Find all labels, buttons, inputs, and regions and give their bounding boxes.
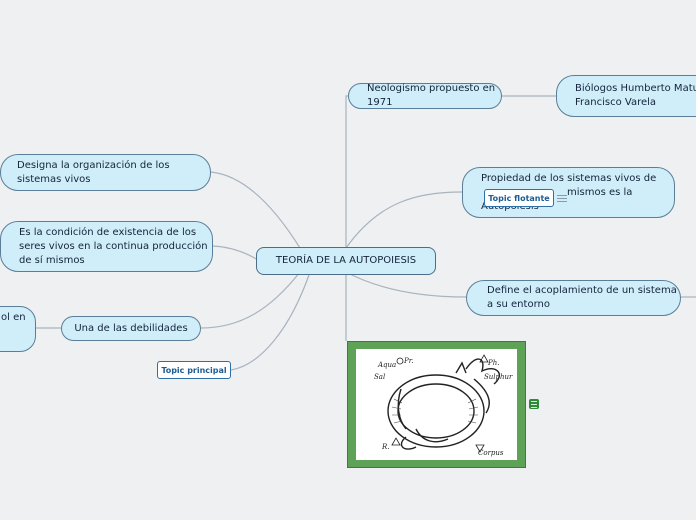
topic-propiedad[interactable]: Propiedad de los sistemas vivos de mismo… — [462, 167, 675, 218]
image-topic-frame[interactable]: Aqua Pr. Sal Ph. Sulphur Corpus R. — [347, 341, 526, 468]
topic-partial-left-line1: ol en — [1, 312, 26, 323]
alchemy-label-r: R. — [381, 443, 390, 451]
topic-define[interactable]: Define el acoplamiento de un sistema a s… — [466, 280, 681, 316]
topic-designa[interactable]: Designa la organización de los sistemas … — [0, 154, 211, 191]
notes-icon[interactable] — [557, 195, 567, 204]
topic-neologismo-label: Neologismo propuesto en 1971 — [367, 83, 496, 108]
topic-debilidades[interactable]: Una de las debilidades — [61, 316, 201, 341]
topic-define-line2: a su entorno — [487, 299, 550, 310]
topic-condicion-line2: seres vivos en la continua producción — [19, 240, 208, 252]
alchemy-label-ph: Ph. — [487, 359, 499, 367]
topic-debilidades-label: Una de las debilidades — [74, 322, 188, 334]
topic-condicion-line3: de sí mismos — [19, 254, 85, 266]
topic-biologos-line2: Francisco Varela — [575, 97, 657, 108]
topic-biologos-line1: Biólogos Humberto Matur — [575, 83, 696, 94]
topic-designa-line1: Designa la organización de los — [17, 159, 170, 171]
central-topic-label: TEORÍA DE LA AUTOPOIESIS — [275, 255, 417, 266]
alchemy-label-corpus: Corpus — [478, 449, 504, 457]
topic-define-line1: Define el acoplamiento de un sistema — [487, 285, 677, 296]
alchemy-label-sal: Sal — [374, 373, 385, 381]
topic-partial-left[interactable]: ol en — [0, 306, 36, 352]
alchemy-label-pr: Pr. — [403, 357, 414, 365]
ouroboros-image: Aqua Pr. Sal Ph. Sulphur Corpus R. — [356, 349, 517, 460]
central-topic[interactable]: TEORÍA DE LA AUTOPOIESIS — [256, 247, 436, 275]
main-topic-tag[interactable]: Topic principal — [157, 361, 231, 379]
topic-propiedad-line2: mismos es la — [567, 186, 633, 198]
topic-designa-line2: sistemas vivos — [17, 173, 91, 185]
topic-condicion-line1: Es la condición de existencia de los — [19, 226, 197, 238]
floating-topic-tag[interactable]: Topic flotante — [484, 189, 554, 207]
floating-topic-label: Topic flotante — [488, 193, 550, 203]
topic-neologismo[interactable]: Neologismo propuesto en 1971 — [348, 83, 502, 109]
topic-condicion[interactable]: Es la condición de existencia de los ser… — [0, 221, 213, 272]
main-topic-label: Topic principal — [161, 365, 227, 375]
topic-biologos[interactable]: Biólogos Humberto Matur Francisco Varela — [556, 75, 696, 117]
notes-icon-green[interactable] — [529, 399, 539, 409]
alchemy-label-aqua: Aqua — [377, 361, 396, 369]
alchemy-label-sulphur: Sulphur — [484, 373, 513, 381]
ouroboros-drawing: Aqua Pr. Sal Ph. Sulphur Corpus R. — [374, 354, 513, 457]
topic-propiedad-line1: Propiedad de los sistemas vivos de — [481, 172, 657, 184]
